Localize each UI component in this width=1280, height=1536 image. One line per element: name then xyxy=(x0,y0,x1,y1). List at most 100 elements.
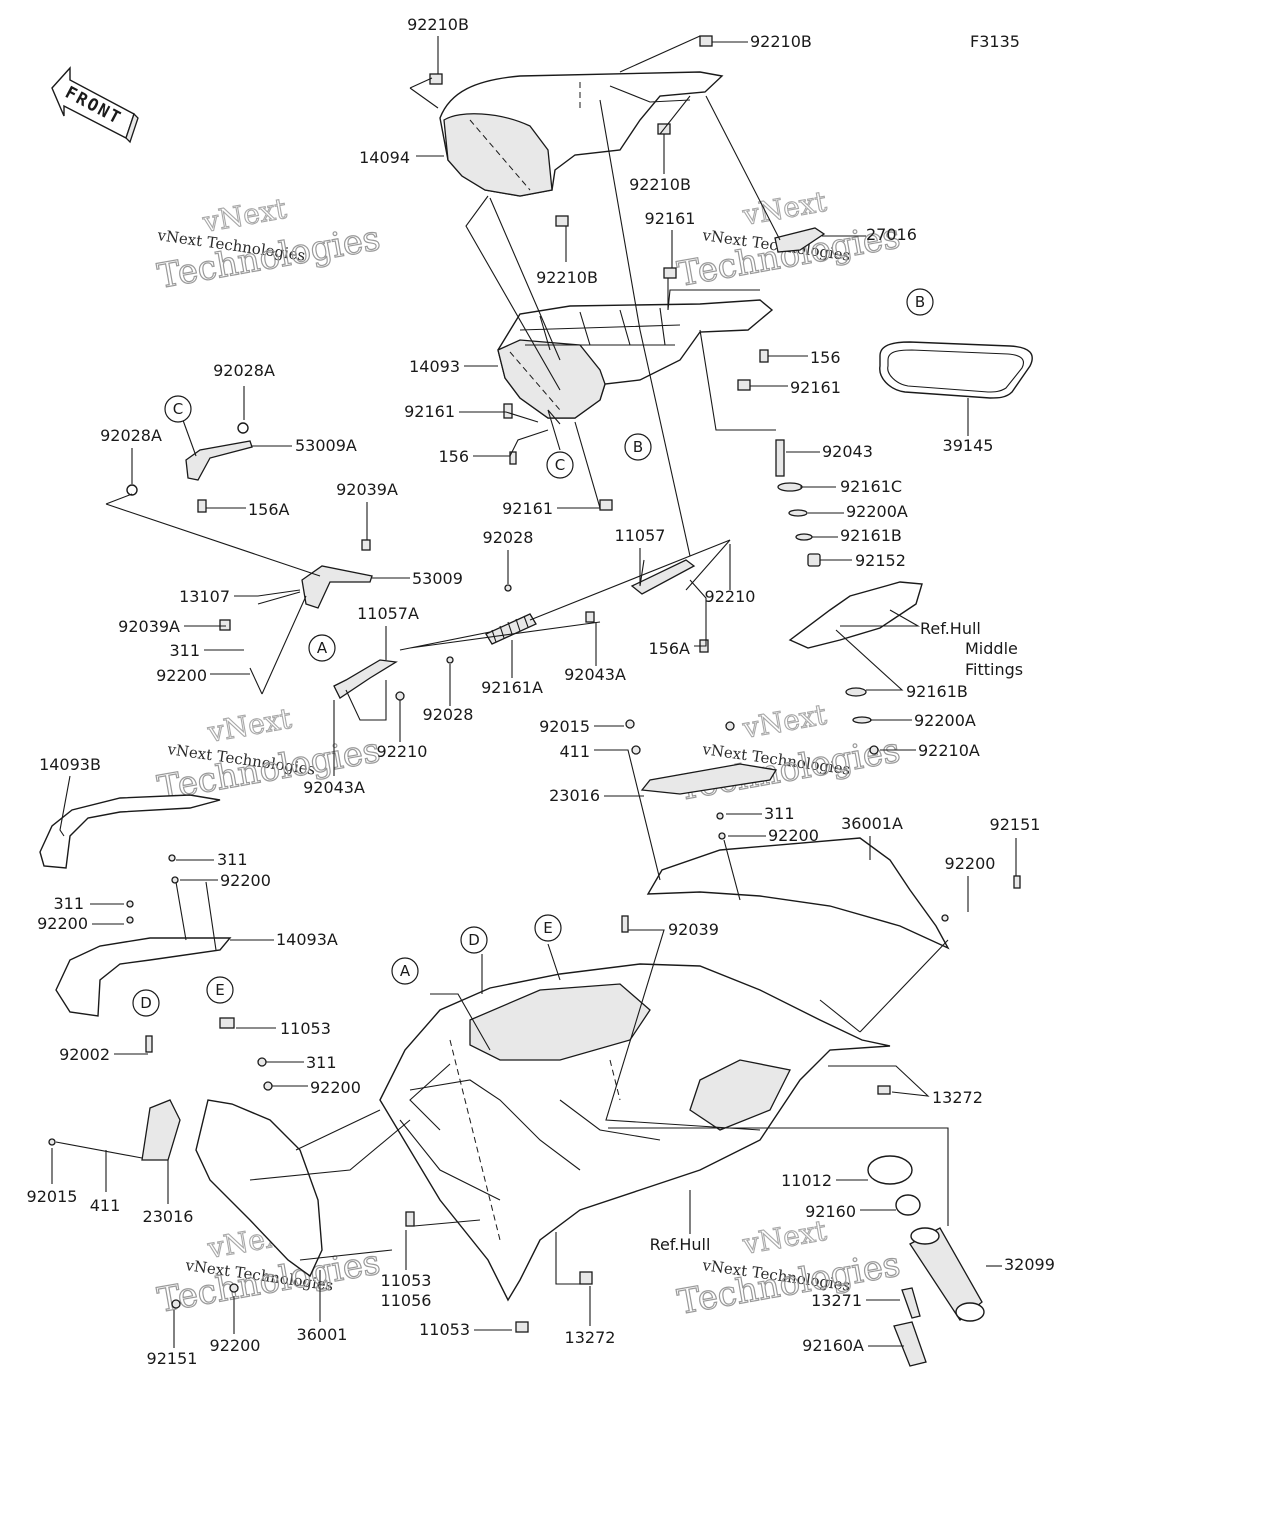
part-number-label: 92028 xyxy=(423,705,474,724)
part-number-label: 92200 xyxy=(768,826,819,845)
frame-14093 xyxy=(497,299,774,419)
callout-b: B xyxy=(906,288,934,316)
part-number-label: 92028A xyxy=(100,426,162,445)
part-number-label: 11053 xyxy=(280,1019,331,1038)
part-number-label: 23016 xyxy=(143,1207,194,1226)
part-number-label: 92161A xyxy=(481,678,543,697)
cover-36001 xyxy=(195,1099,323,1278)
part-number-label: 92161 xyxy=(502,499,553,518)
part-number-label: 92015 xyxy=(539,717,590,736)
part-number-label: 36001 xyxy=(297,1325,348,1344)
part-number-label: 92200 xyxy=(156,666,207,685)
callout-a: A xyxy=(391,957,419,985)
part-number-label: Ref.Hull xyxy=(920,619,981,638)
front-arrow-icon: FRONT xyxy=(51,66,139,144)
callout-letter: A xyxy=(400,962,411,980)
ring-11012 xyxy=(867,1155,913,1185)
callout-letter: C xyxy=(555,456,565,474)
part-number-label: 92210B xyxy=(536,268,598,287)
part-number-label: 27016 xyxy=(866,225,917,244)
callout-circle xyxy=(132,989,160,1017)
callout-letter: B xyxy=(915,293,925,311)
callout-circle xyxy=(460,926,488,954)
bracket-11057 xyxy=(630,559,696,595)
part-number-label: 11053 xyxy=(381,1271,432,1290)
bellows-92161a xyxy=(485,613,537,645)
part-number-label: 92002 xyxy=(59,1045,110,1064)
panel-14093a xyxy=(55,937,232,1017)
part-number-label: 23016 xyxy=(549,786,600,805)
part-23016-left xyxy=(141,1099,181,1161)
deck-ref-hull xyxy=(379,963,891,1302)
part-number-label: 92200 xyxy=(220,871,271,890)
callout-letter: D xyxy=(468,931,480,949)
part-number-label: 92210B xyxy=(629,175,691,194)
part-number-label: 11012 xyxy=(781,1171,832,1190)
part-number-label: 92039A xyxy=(336,480,398,499)
part-number-label: 156 xyxy=(438,447,469,466)
part-number-label: 92210 xyxy=(705,587,756,606)
part-number-label: 92028A xyxy=(213,361,275,380)
bracket-53009 xyxy=(257,565,373,609)
part-number-label: 311 xyxy=(53,894,84,913)
part-number-label: 92200 xyxy=(945,854,996,873)
part-number-label: 311 xyxy=(764,804,795,823)
callout-circle xyxy=(624,433,652,461)
part-number-label: 92043 xyxy=(822,442,873,461)
part-number-label: 11057 xyxy=(615,526,666,545)
part-number-label: 92039A xyxy=(118,617,180,636)
callout-circle xyxy=(391,957,419,985)
gasket-39145 xyxy=(879,341,1033,399)
callout-b: B xyxy=(624,433,652,461)
bracket-11057a xyxy=(333,659,398,699)
part-number-label: 92161B xyxy=(840,526,902,545)
part-number-label: 92161 xyxy=(645,209,696,228)
part-number-label: 14094 xyxy=(359,148,410,167)
part-number-label: 92160 xyxy=(805,1202,856,1221)
callout-circle xyxy=(308,634,336,662)
callout-letter: E xyxy=(543,919,552,937)
part-number-label: 92160A xyxy=(802,1336,864,1355)
figure-code: F3135 xyxy=(970,32,1020,51)
part-number-label: 92028 xyxy=(483,528,534,547)
part-number-label: 92161 xyxy=(404,402,455,421)
callout-circle xyxy=(906,288,934,316)
callout-circle xyxy=(164,395,192,423)
part-number-label: 92043A xyxy=(564,665,626,684)
part-number-label: 92210B xyxy=(407,15,469,34)
part-number-label: 92210A xyxy=(918,741,980,760)
part-number-label: 92151 xyxy=(990,815,1041,834)
watermark-mid: vNext xyxy=(740,698,830,745)
part-number-label: 13272 xyxy=(932,1088,983,1107)
part-number-label: 92152 xyxy=(855,551,906,570)
part-number-label: 92015 xyxy=(27,1187,78,1206)
part-number-label: 92210 xyxy=(377,742,428,761)
part-number-label: 156A xyxy=(248,500,290,519)
callout-d: D xyxy=(460,926,488,954)
part-number-label: 92200 xyxy=(310,1078,361,1097)
part-number-label: 92200 xyxy=(210,1336,261,1355)
part-number-label: Fittings xyxy=(965,660,1023,679)
plate-13271 xyxy=(901,1287,921,1319)
grip-32099 xyxy=(909,1227,985,1322)
part-number-label: 92200 xyxy=(37,914,88,933)
callout-e: E xyxy=(206,976,234,1004)
part-number-label: 92161B xyxy=(906,682,968,701)
part-number-label: 11056 xyxy=(381,1291,432,1310)
callout-circle xyxy=(206,976,234,1004)
part-number-label: 92151 xyxy=(147,1349,198,1368)
part-number-label: 92200A xyxy=(914,711,976,730)
part-number-label: 92039 xyxy=(668,920,719,939)
part-number-label: 32099 xyxy=(1004,1255,1055,1274)
part-number-label: 11057A xyxy=(357,604,419,623)
part-number-label: 92043A xyxy=(303,778,365,797)
part-number-label: 156 xyxy=(810,348,841,367)
callout-letter: B xyxy=(633,438,643,456)
callout-c: C xyxy=(546,451,574,479)
part-number-label: 311 xyxy=(306,1053,337,1072)
callout-circle xyxy=(534,914,562,942)
callout-letter: A xyxy=(317,639,328,657)
bracket-53009a xyxy=(126,422,253,496)
